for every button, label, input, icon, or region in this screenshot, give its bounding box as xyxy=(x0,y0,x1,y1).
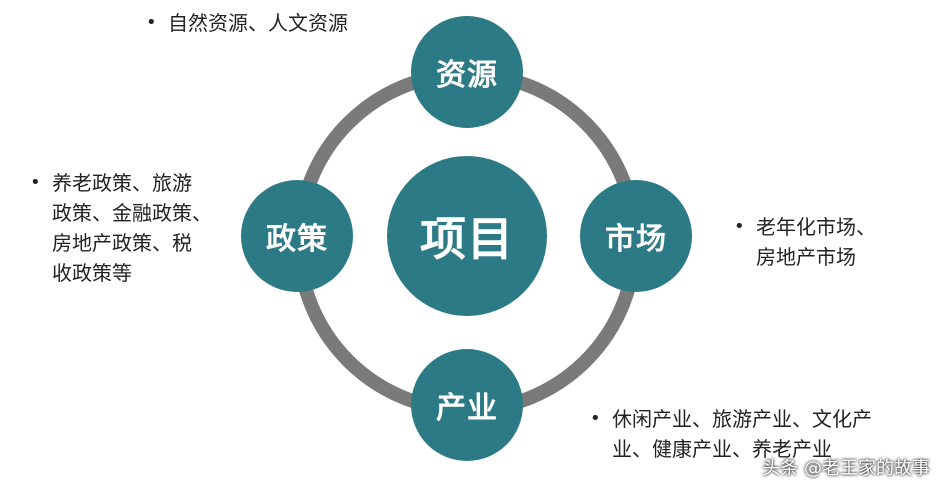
left-note-line: 房地产政策、税 xyxy=(52,231,192,255)
bottom-note-line: 业、健康产业、养老产业 xyxy=(612,437,832,461)
left-note-line: 养老政策、旅游 xyxy=(52,171,192,195)
right-node-circle xyxy=(580,180,692,292)
left-note-line: 收政策等 xyxy=(52,261,132,285)
left-note: • 养老政策、旅游 政策、金融政策、 房地产政策、税 收政策等 xyxy=(30,168,212,288)
bottom-note-line: 休闲产业、旅游产业、文化产 xyxy=(612,407,872,431)
right-note: • 老年化市场、 房地产市场 xyxy=(734,212,876,272)
right-note-line: 老年化市场、 xyxy=(756,215,876,239)
bottom-note: • 休闲产业、旅游产业、文化产 业、健康产业、养老产业 xyxy=(590,404,872,464)
right-note-line: 房地产市场 xyxy=(756,245,856,269)
left-node-label: 政策 xyxy=(266,222,328,257)
left-note-line: 政策、金融政策、 xyxy=(52,201,212,225)
bottom-node-circle xyxy=(411,349,523,461)
bullet-icon: • xyxy=(30,172,41,193)
bullet-icon: • xyxy=(734,216,745,237)
bottom-node-label: 产业 xyxy=(436,391,498,426)
top-node-label: 资源 xyxy=(436,58,498,93)
bullet-icon: • xyxy=(590,408,601,429)
top-node-circle xyxy=(411,16,523,128)
watermark: 头条 @老王家的故事 xyxy=(762,458,930,479)
top-note-line: 自然资源、人文资源 xyxy=(168,11,348,35)
center-node-label: 项目 xyxy=(420,212,514,266)
right-node-label: 市场 xyxy=(605,222,667,257)
bullet-icon: • xyxy=(146,12,157,33)
center-node-circle xyxy=(387,156,547,316)
top-note: • 自然资源、人文资源 xyxy=(146,8,348,38)
left-node-circle xyxy=(241,180,353,292)
